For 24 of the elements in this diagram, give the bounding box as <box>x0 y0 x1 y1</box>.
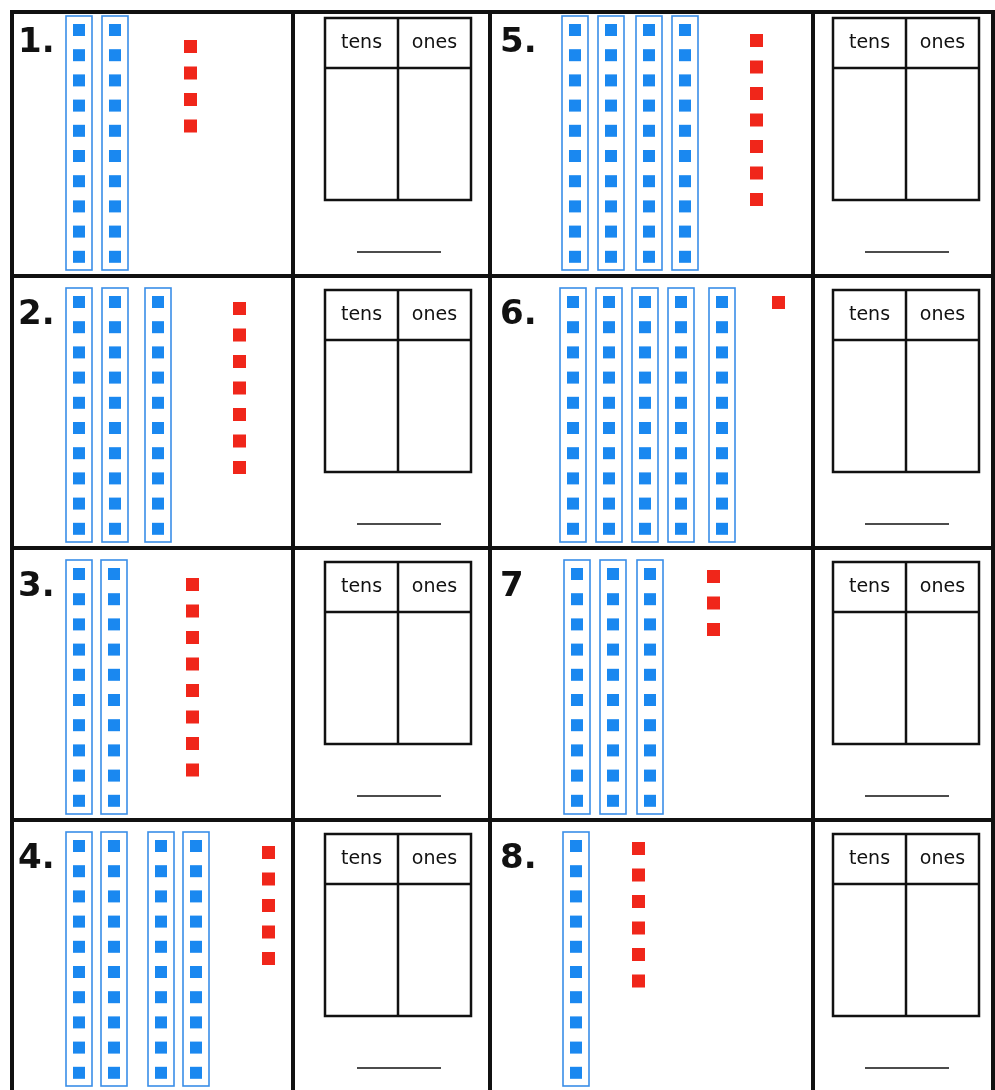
column-header: ones <box>918 574 967 596</box>
problem-number: 5. <box>500 20 537 60</box>
column-header: ones <box>918 302 967 324</box>
problem-number: 8. <box>500 836 537 876</box>
column-header: tens <box>847 574 892 596</box>
column-header: ones <box>410 302 459 324</box>
problem-number: 1. <box>18 20 55 60</box>
problem-number: 7 <box>500 564 524 604</box>
column-header: tens <box>847 846 892 868</box>
column-header: tens <box>847 30 892 52</box>
problem-number: 4. <box>18 836 55 876</box>
column-header: tens <box>339 574 384 596</box>
problem-number: 3. <box>18 564 55 604</box>
problem-number: 2. <box>18 292 55 332</box>
column-header: ones <box>410 846 459 868</box>
column-header: tens <box>339 302 384 324</box>
problem-number: 6. <box>500 292 537 332</box>
column-header: tens <box>847 302 892 324</box>
column-header: ones <box>410 30 459 52</box>
column-header: ones <box>918 30 967 52</box>
column-header: tens <box>339 846 384 868</box>
column-header: ones <box>410 574 459 596</box>
column-header: ones <box>918 846 967 868</box>
column-header: tens <box>339 30 384 52</box>
